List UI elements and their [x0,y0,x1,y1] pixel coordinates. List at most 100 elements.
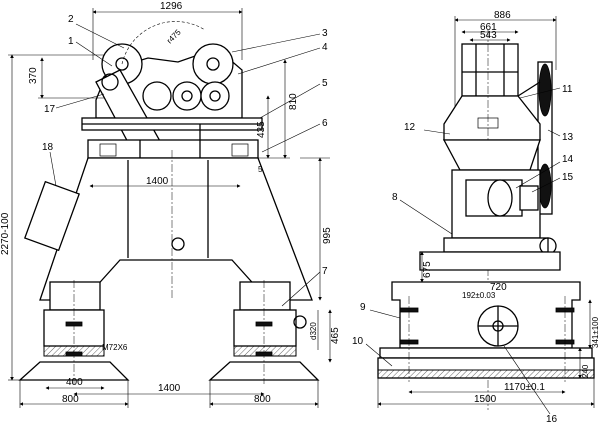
roller-mid-left [142,81,172,111]
side-view [365,16,595,415]
thread-label: M72X6 [102,343,128,352]
roller-right-hub [206,57,220,71]
belt-line [517,81,541,97]
bolt-block [231,143,249,157]
dim-label-2270: 2270-100 [0,212,11,255]
dim-label-1170: 1170±0.1 [504,382,545,393]
callout-16: 16 [546,414,558,425]
leader-1 [75,41,113,67]
dim-label-400: 400 [66,377,83,388]
callout-13: 13 [562,132,574,143]
foundation-hatch [377,369,595,379]
dim-label-370: 370 [28,67,39,84]
dim-label-5: 5 [258,165,263,174]
dim-label-1400-upper: 1400 [146,176,169,187]
nut [65,351,83,357]
leader-18 [49,151,57,187]
leader-14 [515,161,561,189]
leader-10 [365,343,393,367]
front-view [8,8,332,408]
roller-right [192,43,234,85]
callout-9: 9 [360,302,366,313]
callout-1: 1 [68,36,74,47]
callout-18: 18 [42,142,54,153]
leader-16 [503,345,551,415]
middle-table [419,251,561,271]
leader-12 [423,129,451,135]
dim-label-675: 675 [422,261,433,278]
roller-hub [181,90,193,102]
dim-label-1296: 1296 [160,1,183,12]
worktable [87,139,259,159]
dim-label-d320: d320 [309,322,318,340]
callout-6: 6 [322,118,328,129]
leader-11 [519,87,561,99]
right-pedestal [239,281,291,311]
leader-4 [237,47,321,75]
callout-10: 10 [352,336,364,347]
callout-17: 17 [44,104,56,115]
nut [65,321,83,327]
dim-label-341: 341±100 [591,316,600,348]
dim-label-192: 192±0.03 [462,291,496,300]
upper-pulley [538,63,552,117]
main-frame [39,157,313,301]
dim-label-1400-lower: 1400 [158,383,181,394]
callout-3: 3 [322,28,328,39]
roller-mid-right [200,81,230,111]
arm-pivot [101,73,119,91]
motor [23,180,81,252]
leader-15 [531,177,561,193]
leader-17 [55,93,105,109]
leader-2 [75,23,125,49]
left-pedestal [49,281,101,311]
hole [171,237,185,251]
leader-13 [547,129,561,137]
right-foot [233,309,297,347]
callout-8: 8 [392,192,398,203]
dim-label-886: 886 [494,10,511,21]
swing-arc [121,21,206,65]
gear-cover [487,179,513,217]
dim-label-543: 543 [480,30,497,41]
leader-5 [259,83,321,119]
callout-4: 4 [322,42,328,53]
dim-label-r475: r475 [165,27,183,45]
callout-14: 14 [562,154,574,165]
bolt-block [99,143,117,157]
leader-3 [231,33,321,53]
dim-label-435: 435 [256,121,267,138]
leader-7 [281,271,321,307]
roller-housing [461,43,519,97]
base-plate [379,347,593,359]
leader-9 [369,309,401,319]
column-neck [442,139,541,171]
roller-mid-center [172,81,202,111]
shaft-bar [443,237,549,253]
dim-label-800-right: 800 [254,394,271,405]
dim-label-810: 810 [288,93,299,110]
callout-11: 11 [562,84,573,95]
callout-2: 2 [68,14,74,25]
callout-7: 7 [322,266,328,277]
dim-label-1500: 1500 [474,394,497,405]
dim-label-240: 240 [581,364,590,378]
dim-label-720: 720 [490,282,507,293]
dim-label-661: 661 [480,22,497,33]
nut [255,321,273,327]
dim-label-800-left: 800 [62,394,79,405]
handwheel-small [293,315,307,329]
leader-6 [261,123,321,153]
callout-12: 12 [404,122,416,133]
dim-label-995: 995 [322,227,333,244]
roller-left-hub [115,57,129,71]
roller-hub [209,90,221,102]
motor-flange [519,185,539,211]
dim-label-465: 465 [330,327,341,344]
callout-15: 15 [562,172,574,183]
leader-8 [399,199,453,235]
nut [255,351,273,357]
